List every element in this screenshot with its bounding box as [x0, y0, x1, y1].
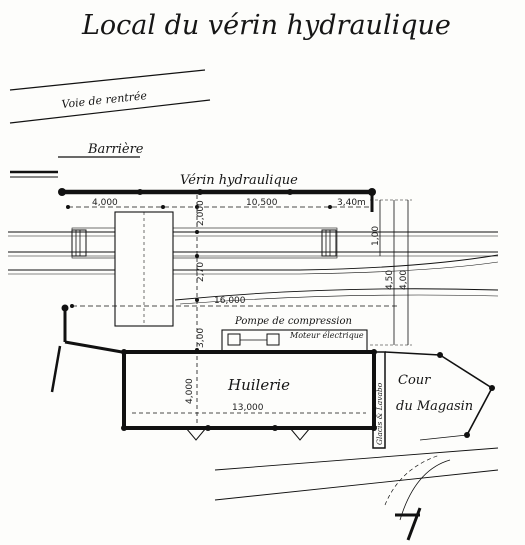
dim-10500: 10,500	[246, 198, 278, 208]
right-dimensions	[370, 199, 412, 346]
dim-v-room: 4,000	[185, 378, 195, 404]
dim-right-c: 4,00	[399, 270, 409, 290]
dim-16000-line	[70, 304, 400, 308]
center-vertical-dimension	[195, 195, 199, 425]
dim-340: 3,40m	[337, 198, 366, 208]
dim-right-a: 1,00	[371, 226, 381, 246]
annex-wall	[372, 351, 386, 449]
dim-16000: 16,000	[214, 296, 246, 306]
railway-tracks	[8, 231, 499, 305]
jack-platform	[71, 227, 338, 259]
dim-13000: 13,000	[232, 403, 264, 413]
dim-v-low: 3,00	[196, 328, 206, 348]
doors	[185, 427, 311, 441]
drawing-title: Local du vérin hydraulique	[81, 10, 451, 41]
barrier-label: Barrière	[87, 142, 144, 157]
dim-4000: 4,000	[92, 198, 118, 208]
oil-room-label: Huilerie	[227, 376, 290, 394]
jack-label: Vérin hydraulique	[180, 173, 298, 188]
dim-v-top: 2,000	[196, 200, 206, 226]
entrance-road	[9, 69, 211, 124]
motor-label: Moteur électrique	[289, 331, 364, 340]
top-dimension-chain	[66, 205, 370, 209]
courtyard-label-1: Cour	[398, 373, 431, 388]
courtyard-fence	[384, 351, 495, 441]
left-gate	[50, 304, 123, 393]
pump-label: Pompe de compression	[234, 316, 352, 327]
lower-rails	[214, 447, 499, 521]
dim-v-mid: 2,70	[196, 262, 206, 282]
road-label: Voie de rentrée	[61, 89, 148, 111]
annex-label: Glacis & Lavabo	[375, 382, 384, 445]
barrier-arm	[10, 170, 58, 178]
dim-right-b: 4,50	[385, 270, 395, 290]
bottom-mark	[395, 507, 422, 541]
courtyard-label-2: du Magasin	[396, 399, 473, 414]
